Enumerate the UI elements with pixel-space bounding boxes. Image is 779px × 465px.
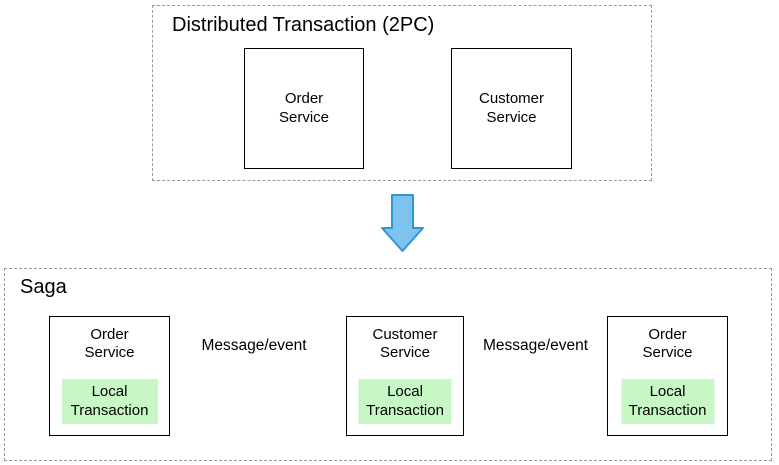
- saga-customer-service-label: Customer Service: [372, 326, 438, 362]
- twopc-customer-service-box: Customer Service: [451, 48, 572, 169]
- local-transaction-label-3: Local Transaction: [628, 383, 707, 419]
- message-event-label-2: Message/event: [482, 337, 589, 354]
- saga-customer-service-box: Customer Service Local Transaction: [346, 316, 464, 436]
- down-arrow-shape: [381, 194, 424, 252]
- saga-order-service-label-2: Order Service: [642, 326, 693, 362]
- message-event-label-1: Message/event: [201, 337, 307, 354]
- twopc-section-container: Distributed Transaction (2PC) Order Serv…: [152, 5, 652, 181]
- saga-section-container: Saga Order Service Local Transaction Mes…: [4, 268, 772, 461]
- local-transaction-label-1: Local Transaction: [70, 383, 149, 419]
- local-transaction-box-2: Local Transaction: [358, 379, 452, 424]
- saga-section-title: Saga: [20, 276, 67, 298]
- twopc-customer-service-label: Customer Service: [478, 90, 545, 126]
- down-arrow-icon: [381, 194, 424, 252]
- local-transaction-label-2: Local Transaction: [366, 383, 444, 419]
- local-transaction-box-1: Local Transaction: [61, 379, 158, 424]
- saga-order-service-box-2: Order Service Local Transaction: [607, 316, 728, 436]
- twopc-section-title: Distributed Transaction (2PC): [172, 14, 435, 36]
- local-transaction-box-3: Local Transaction: [621, 379, 714, 424]
- saga-order-service-label-1: Order Service: [84, 326, 135, 362]
- saga-order-service-box-1: Order Service Local Transaction: [49, 316, 170, 436]
- twopc-order-service-box: Order Service: [244, 48, 364, 169]
- twopc-order-service-label: Order Service: [278, 90, 330, 126]
